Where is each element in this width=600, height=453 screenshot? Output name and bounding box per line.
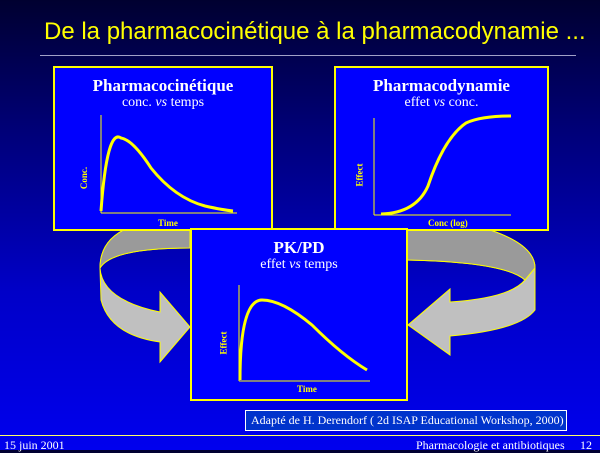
panel-subtitle: effet vs conc. (404, 95, 479, 110)
footer-date: 15 juin 2001 (4, 438, 65, 452)
panel-title: Pharmacocinétique (92, 76, 234, 95)
page-number: 12 (580, 438, 592, 452)
pd-curve-chart (373, 114, 512, 216)
y-axis-label: Effect (354, 163, 365, 187)
footer-course: Pharmacologie et antibiotiques (416, 438, 565, 452)
panel-subtitle: effet vs temps (260, 257, 338, 272)
pd-panel: Pharmacodynamie effet vs conc. Effect Co… (334, 66, 549, 231)
left-arrow-shade (99, 227, 191, 270)
y-axis-label: Effect (218, 331, 229, 355)
right-arrow-shade (406, 227, 536, 281)
panel-title: PK/PD (273, 238, 325, 257)
footer-divider (0, 435, 600, 436)
x-axis-label: Conc (log) (428, 218, 468, 228)
source-credit: Adapté de H. Derendorf ( 2d ISAP Educati… (245, 410, 567, 431)
concentration-curve (99, 135, 234, 213)
panel-title: Pharmacodynamie (373, 76, 510, 95)
pkpd-panel: PK/PD effet vs temps Effect Time (190, 228, 408, 401)
y-axis-label: Conc. (79, 166, 90, 190)
slide-title: De la pharmacocinétique à la pharmacodyn… (44, 18, 586, 45)
pkpd-curve-chart (238, 285, 370, 382)
x-axis-label: Time (297, 384, 317, 394)
panel-subtitle: conc. vs temps (121, 95, 205, 110)
pk-panel: Pharmacocinétique conc. vs temps Conc. T… (53, 66, 273, 231)
effect-curve (380, 114, 512, 216)
pk-curve-chart (99, 115, 237, 214)
effect-time-curve (238, 298, 368, 381)
x-axis-label: Time (158, 218, 178, 228)
title-divider (40, 55, 576, 56)
